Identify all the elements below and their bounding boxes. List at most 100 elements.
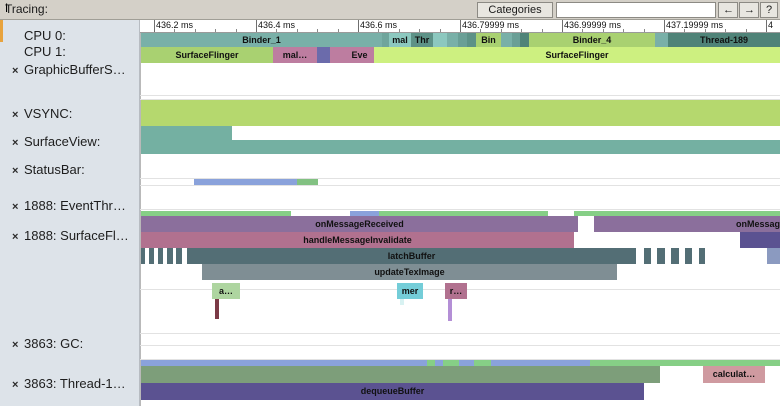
trace-slice[interactable] [158, 248, 163, 264]
trace-slice[interactable] [447, 33, 458, 47]
trace-slice[interactable]: dequeueBuffer [141, 383, 644, 400]
async-slice[interactable] [435, 360, 443, 366]
trace-slice[interactable] [512, 33, 520, 47]
trace-slice[interactable]: SurfaceFlinger [374, 47, 780, 63]
close-x-icon[interactable]: × [12, 339, 19, 351]
trace-slice[interactable] [501, 33, 512, 47]
trace-slice[interactable]: onMessag [594, 216, 780, 232]
trace-slice[interactable]: doComp [767, 248, 780, 264]
trace-slice[interactable]: mal… [273, 47, 317, 63]
trace-slice[interactable] [657, 248, 665, 264]
trace-slice[interactable] [167, 248, 173, 264]
async-slice[interactable] [491, 360, 590, 366]
trace-slice[interactable]: calculat… [703, 366, 765, 383]
sidebar-item-7[interactable]: ×1888: SurfaceFl… [0, 228, 140, 243]
slice-label: mal… [282, 50, 308, 60]
marker-slice[interactable]: r… [445, 283, 467, 299]
ruler-minor-tick [521, 29, 522, 32]
trace-slice[interactable]: onMessageReceived [141, 216, 578, 232]
trace-slice[interactable] [458, 33, 467, 47]
trace-slice[interactable] [655, 33, 668, 47]
sidebar-item-4[interactable]: ×SurfaceView: [0, 134, 140, 149]
async-slice[interactable] [427, 360, 435, 366]
slice-label: Bin [481, 35, 496, 45]
async-slice[interactable] [291, 211, 350, 216]
trace-slice[interactable]: handleMessageInvalidate [141, 232, 574, 248]
trace-slice[interactable]: Binder_4 [529, 33, 655, 47]
trace-slice[interactable] [699, 248, 705, 264]
async-slice[interactable] [474, 360, 491, 366]
trace-slice[interactable]: SurfaceFlinger [141, 47, 273, 63]
slice-label: mal [392, 35, 408, 45]
trace-slice[interactable] [382, 33, 389, 47]
trace-slice[interactable] [433, 33, 447, 47]
sidebar-item-0[interactable]: CPU 0: [0, 28, 140, 43]
async-slice[interactable] [443, 360, 459, 366]
ruler-minor-tick [276, 29, 277, 32]
ruler-minor-tick [623, 29, 624, 32]
ruler-tick-label: 436.4 ms [258, 20, 296, 30]
sidebar-item-1[interactable]: CPU 1: [0, 44, 140, 59]
async-slice[interactable] [350, 211, 379, 216]
sidebar-item-5[interactable]: ×StatusBar: [0, 162, 140, 177]
search-input[interactable] [556, 2, 716, 18]
categories-button[interactable]: Categories [477, 2, 553, 18]
trace-slice[interactable] [297, 179, 318, 185]
async-slice[interactable] [590, 360, 780, 366]
trace-slice[interactable] [467, 33, 476, 47]
async-slice[interactable] [574, 211, 780, 216]
close-x-icon[interactable]: × [12, 109, 19, 121]
async-slice[interactable] [548, 211, 574, 216]
sidebar-item-9[interactable]: ×3863: Thread-1… [0, 376, 140, 391]
trace-slice[interactable] [141, 140, 780, 154]
prev-result-button[interactable]: ← [718, 2, 738, 18]
trace-slice[interactable] [176, 248, 182, 264]
trace-slice[interactable]: Bin [476, 33, 501, 47]
close-x-icon[interactable]: × [12, 165, 19, 177]
trace-slice[interactable]: mal [389, 33, 411, 47]
close-x-icon[interactable]: × [12, 231, 19, 243]
trace-slice[interactable] [141, 100, 780, 126]
trace-slice[interactable]: Eve [345, 47, 374, 63]
close-x-icon[interactable]: × [12, 379, 19, 391]
trace-slice[interactable]: latchBuffer [187, 248, 636, 264]
trace-slice[interactable] [194, 179, 297, 185]
async-slice[interactable] [141, 211, 291, 216]
ruler-tick-label: 4 [768, 20, 774, 30]
trace-slice[interactable] [671, 248, 679, 264]
trace-slice[interactable] [149, 248, 154, 264]
async-slice[interactable] [379, 211, 548, 216]
close-x-icon[interactable]: × [12, 201, 19, 213]
trace-slice[interactable] [520, 33, 529, 47]
trace-slice[interactable]: updateTexImage [202, 264, 617, 280]
async-slice[interactable] [459, 360, 474, 366]
close-x-icon[interactable]: × [12, 137, 19, 149]
trace-slice[interactable] [317, 47, 330, 63]
marker-slice[interactable]: a… [212, 283, 240, 299]
ruler-minor-tick [236, 29, 237, 32]
trace-slice[interactable] [141, 248, 145, 264]
trace-slice[interactable]: Thr [411, 33, 433, 47]
ruler-tick-label: 436.99999 ms [564, 20, 622, 30]
trace-slice[interactable] [141, 126, 232, 140]
sidebar-item-2[interactable]: ×GraphicBufferS… [0, 62, 140, 77]
trace-slice[interactable]: Binder_1 [141, 33, 382, 47]
trace-slice[interactable] [644, 248, 651, 264]
async-slice[interactable] [141, 360, 427, 366]
trace-slice[interactable] [141, 366, 660, 383]
trace-slice[interactable]: handleMes [740, 232, 780, 248]
sidebar-item-6[interactable]: ×1888: EventThr… [0, 198, 140, 213]
close-x-icon[interactable]: × [12, 65, 19, 77]
ruler-major-tick [256, 20, 257, 32]
next-result-button[interactable]: → [739, 2, 759, 18]
trace-slice[interactable] [330, 47, 345, 63]
sidebar-item-3[interactable]: ×VSYNC: [0, 106, 140, 121]
help-button[interactable]: ? [760, 2, 778, 18]
marker-slice[interactable]: mer [397, 283, 423, 299]
trace-slice[interactable] [685, 248, 692, 264]
slice-label: calculat… [712, 369, 756, 379]
trace-slice[interactable]: Thread-189 [668, 33, 780, 47]
sidebar-item-8[interactable]: ×3863: GC: [0, 336, 140, 351]
